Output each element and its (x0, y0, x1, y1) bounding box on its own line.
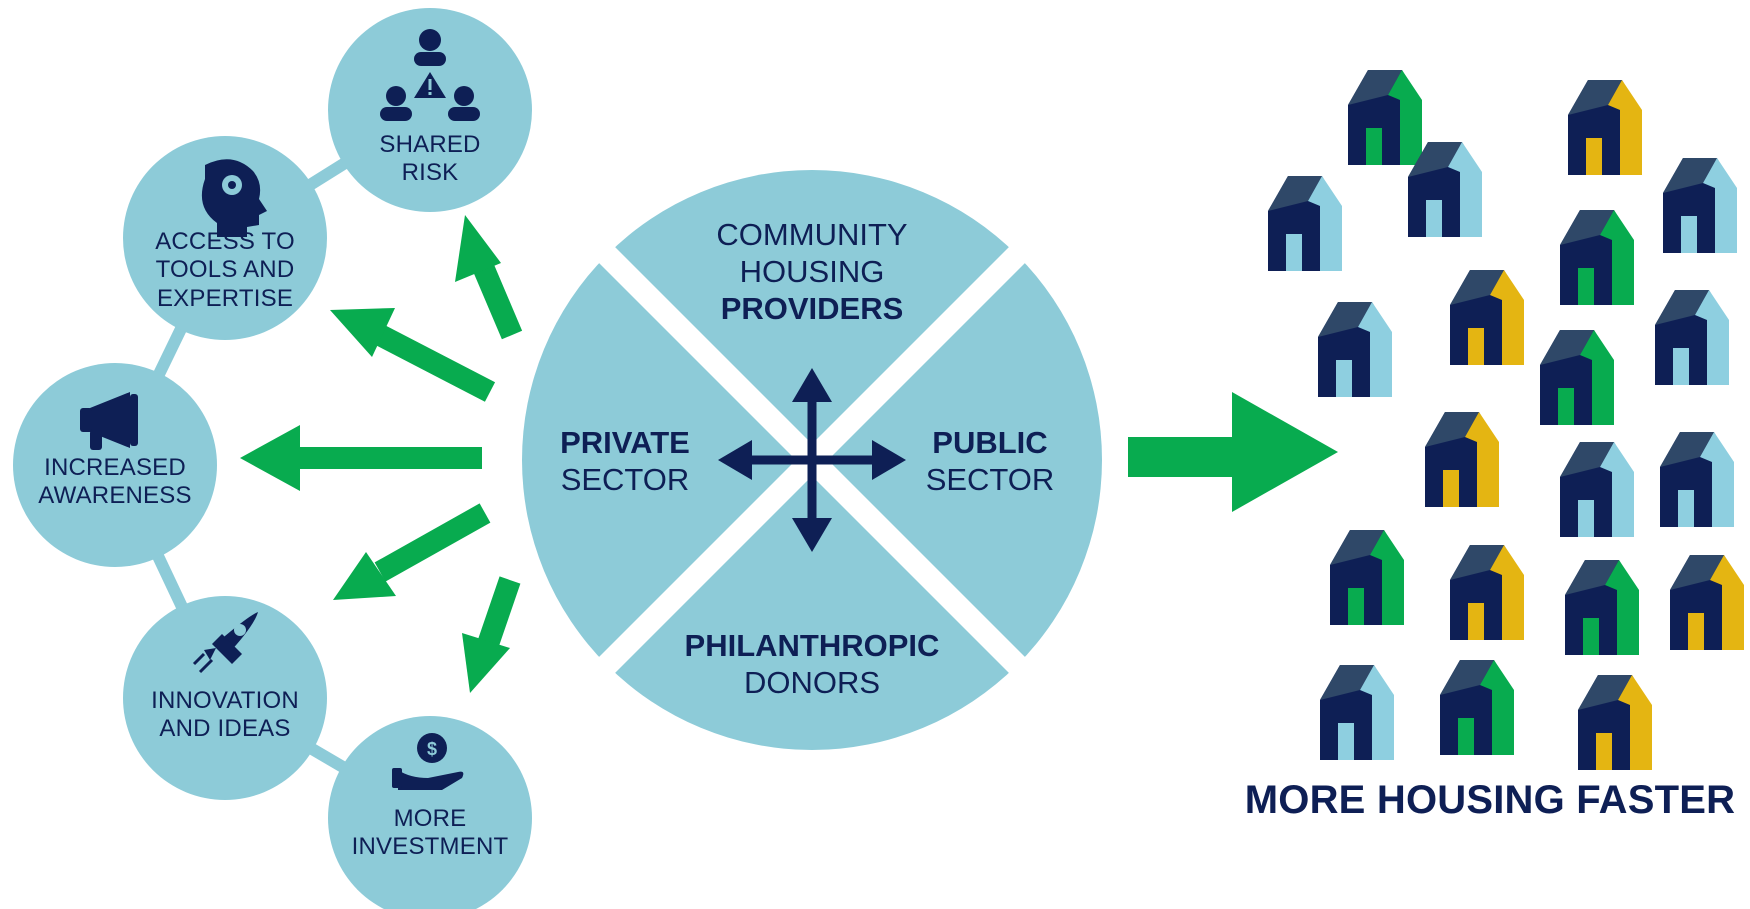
house-icon (1663, 158, 1737, 253)
sector-top-segment (600, 170, 1024, 444)
arrow-to-increased-awareness (240, 425, 482, 491)
sector-label-private: PRIVATE SECTOR (560, 425, 690, 498)
svg-text:$: $ (427, 739, 437, 759)
arrow-to-innovation (333, 503, 491, 600)
arrow-to-more-investment (462, 576, 521, 693)
four-way-arrow-icon (718, 368, 906, 552)
house-icon (1320, 665, 1394, 760)
sector-label-public: PUBLIC SECTOR (925, 425, 1055, 498)
shared-risk-circle (328, 8, 532, 212)
house-icon (1425, 412, 1499, 507)
house-icon (1660, 432, 1734, 527)
house-icon (1655, 290, 1729, 385)
innovation-and-ideas-circle (123, 596, 327, 800)
house-icon (1670, 555, 1744, 650)
house-icon (1268, 176, 1342, 271)
more-investment-circle (328, 716, 532, 909)
house-icon (1568, 80, 1642, 175)
house-icon (1450, 270, 1524, 365)
sector-disc (522, 170, 1102, 750)
house-icon (1440, 660, 1514, 755)
sector-label-community-housing: COMMUNITY HOUSING PROVIDERS (716, 217, 908, 327)
arrow-to-access-to-tools (330, 308, 496, 402)
house-icon (1408, 142, 1482, 237)
sector-label-philanthropic: PHILANTHROPIC DONORS (684, 628, 940, 701)
house-icon (1560, 210, 1634, 305)
house-icon (1330, 530, 1404, 625)
access-to-tools-circle (123, 136, 327, 340)
house-icons (1268, 70, 1744, 770)
hand-coin-icon: $ (392, 733, 464, 790)
house-icon (1540, 330, 1614, 425)
sector-left-segment (522, 248, 796, 672)
arrow-to-more-housing (1128, 392, 1338, 512)
house-icon (1565, 560, 1639, 655)
benefit-arrows (240, 215, 523, 693)
house-icon (1450, 545, 1524, 640)
head-gear-icon (201, 159, 267, 237)
tagline-more-housing-faster: MORE HOUSING FASTER (1244, 778, 1736, 822)
arrow-to-shared-risk (455, 215, 523, 340)
megaphone-icon (80, 392, 138, 450)
benefit-circles (13, 8, 532, 909)
sector-right-segment (828, 248, 1102, 672)
house-icon (1318, 302, 1392, 397)
increased-awareness-circle (13, 363, 217, 567)
rocket-icon (192, 612, 258, 674)
sector-bottom-segment (600, 476, 1024, 750)
house-icon (1348, 70, 1422, 165)
house-icon (1578, 675, 1652, 770)
house-icon (1560, 442, 1634, 537)
people-warning-icon (380, 29, 480, 121)
